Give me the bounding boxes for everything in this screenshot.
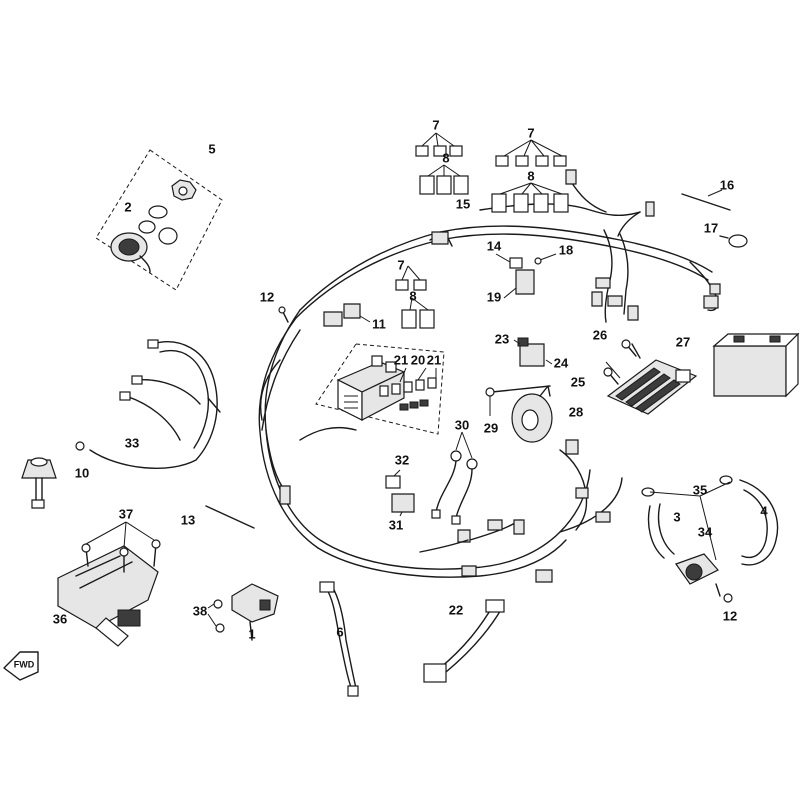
callout-22: 22 bbox=[449, 602, 463, 617]
voltage-regulator bbox=[603, 339, 698, 415]
starter-relay bbox=[513, 337, 553, 367]
callout-8: 8 bbox=[527, 168, 534, 183]
control-unit bbox=[57, 521, 161, 647]
fuse-box-group bbox=[315, 343, 445, 435]
callout-21: 21 bbox=[427, 352, 441, 367]
callout-25: 25 bbox=[571, 374, 585, 389]
callout-30: 30 bbox=[455, 417, 469, 432]
relay-group-top-middle bbox=[491, 139, 569, 213]
callout-7: 7 bbox=[432, 117, 439, 132]
cable-tie-16 bbox=[681, 189, 731, 211]
callout-24: 24 bbox=[554, 355, 569, 370]
connector-11 bbox=[323, 303, 371, 327]
callout-4: 4 bbox=[760, 503, 768, 518]
callout-15: 15 bbox=[456, 196, 470, 211]
callout-20: 20 bbox=[411, 352, 425, 367]
callout-23: 23 bbox=[495, 331, 509, 346]
callout-31: 31 bbox=[389, 517, 403, 532]
callout-8: 8 bbox=[442, 150, 449, 165]
callout-labels: 5 2 7 8 7 8 15 16 17 14 18 19 7 8 12 11 … bbox=[53, 117, 769, 641]
sub-harness-33 bbox=[75, 339, 221, 469]
callout-35: 35 bbox=[693, 482, 707, 497]
cable-tie-13 bbox=[205, 505, 255, 529]
callout-17: 17 bbox=[704, 220, 718, 235]
sensor-leads-30 bbox=[431, 431, 478, 525]
callout-16: 16 bbox=[720, 177, 734, 192]
sensor-10 bbox=[21, 457, 57, 509]
relay-group-center bbox=[395, 265, 435, 329]
callout-32: 32 bbox=[395, 452, 409, 467]
callout-8: 8 bbox=[409, 288, 416, 303]
callout-11: 11 bbox=[372, 316, 386, 331]
callout-19: 19 bbox=[487, 289, 501, 304]
callout-12: 12 bbox=[723, 608, 737, 623]
callout-34: 34 bbox=[698, 524, 713, 539]
clamp-17 bbox=[719, 234, 748, 248]
bolt-12-top bbox=[278, 306, 289, 323]
callout-33: 33 bbox=[125, 435, 139, 450]
relay-bracket-group bbox=[495, 253, 557, 299]
callout-36: 36 bbox=[53, 611, 67, 626]
spark-plug-cap-22 bbox=[423, 599, 505, 683]
callout-2: 2 bbox=[124, 199, 131, 214]
callout-27: 27 bbox=[676, 334, 690, 349]
callout-6: 6 bbox=[336, 624, 343, 639]
ignition-switch-group bbox=[95, 149, 223, 291]
callout-38: 38 bbox=[193, 603, 207, 618]
fwd-logo-mark: FWD bbox=[3, 651, 39, 681]
callout-21: 21 bbox=[394, 352, 408, 367]
relay-31-32 bbox=[385, 469, 415, 517]
callout-12: 12 bbox=[260, 289, 274, 304]
callout-5: 5 bbox=[208, 141, 215, 156]
callout-7: 7 bbox=[397, 257, 404, 272]
callout-18: 18 bbox=[559, 242, 573, 257]
callout-7: 7 bbox=[527, 125, 534, 140]
battery bbox=[712, 332, 800, 398]
main-wiring-harness bbox=[258, 169, 721, 583]
callout-26: 26 bbox=[593, 327, 607, 342]
callout-29: 29 bbox=[484, 420, 498, 435]
callout-1: 1 bbox=[248, 626, 255, 641]
sensor-module-1 bbox=[207, 583, 279, 641]
callout-14: 14 bbox=[487, 238, 502, 253]
fwd-logo-text: FWD bbox=[14, 659, 35, 669]
callout-28: 28 bbox=[569, 404, 583, 419]
callout-10: 10 bbox=[75, 465, 89, 480]
callout-37: 37 bbox=[119, 506, 133, 521]
fuel-pump-assembly bbox=[641, 475, 779, 603]
relay-group-top-left bbox=[415, 132, 469, 195]
horn bbox=[485, 385, 553, 443]
sensor-lead-6 bbox=[319, 581, 359, 697]
callout-3: 3 bbox=[673, 509, 680, 524]
callout-13: 13 bbox=[181, 512, 195, 527]
